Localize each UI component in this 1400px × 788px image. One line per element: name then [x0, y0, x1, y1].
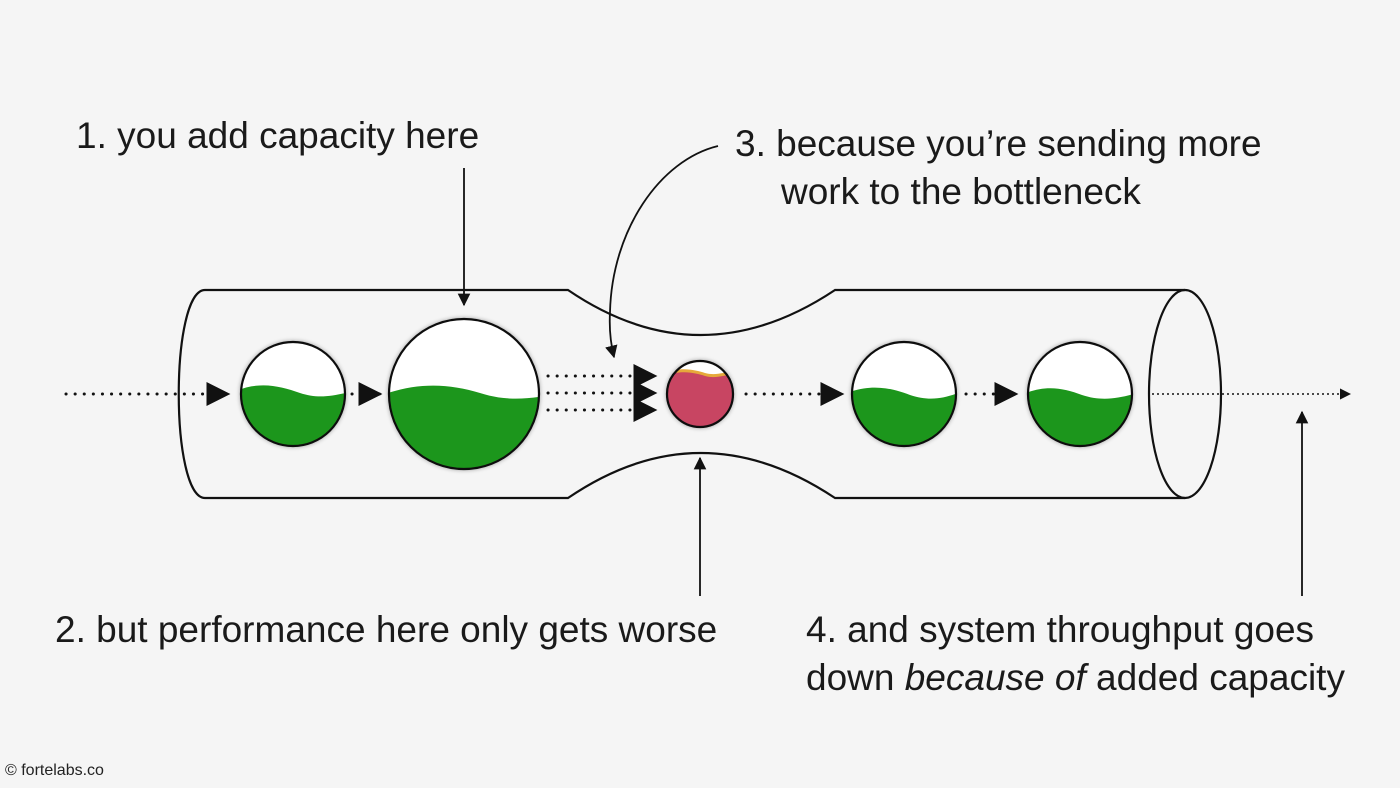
station-2-added-capacity [387, 317, 541, 471]
pipe-outline [177, 288, 1185, 500]
station-1 [239, 340, 347, 448]
label-step-3-line-1: 3. because you’re sending more [735, 123, 1262, 164]
annotation-arrows [457, 145, 1309, 596]
bottleneck-fill [667, 372, 733, 427]
station-2-water [389, 385, 539, 469]
station-5-water [1028, 388, 1132, 446]
label-step-3-line-2: work to the bottleneck [781, 171, 1141, 212]
arrow-step3 [605, 145, 719, 359]
label-step-2: 2. but performance here only gets worse [55, 609, 718, 650]
credit: © fortelabs.co [5, 762, 104, 779]
label-step-4-line-1: 4. and system throughput goes [806, 609, 1315, 650]
pipe-end-opening [1147, 288, 1223, 500]
label-step-4-post: added capacity [1085, 657, 1345, 698]
label-step-1: 1. you add capacity here [76, 115, 480, 156]
station-1-water [241, 385, 345, 446]
station-4 [850, 340, 958, 448]
station-4-water [852, 387, 956, 446]
label-step-3: 3. because you’re sending more work to t… [735, 120, 1262, 216]
flow-dots [64, 364, 1019, 422]
label-step-4-pre: down [806, 657, 905, 698]
station-3-bottleneck [665, 359, 735, 429]
label-step-4: 4. and system throughput goes down becau… [806, 606, 1345, 702]
label-step-4-emphasis: because of [904, 657, 1086, 698]
station-5 [1026, 340, 1134, 448]
